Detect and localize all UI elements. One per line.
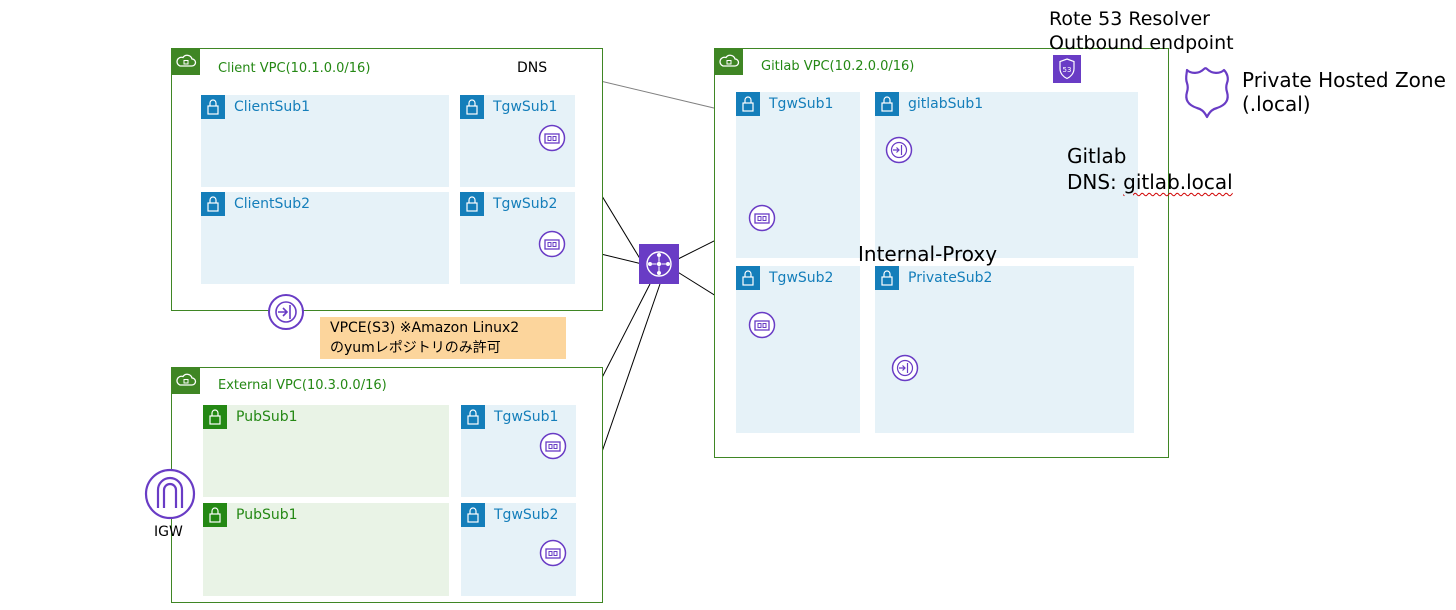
gitlab-dns: DNS: gitlab.local [1067,170,1233,194]
network-interface-icon [748,311,776,339]
client-vpc-label: Client VPC(10.1.0.0/16) [218,61,371,76]
client-subnet-1: ClientSub1 [201,95,449,187]
hosted-zone-label-line-2: (.local) [1242,92,1311,116]
public-subnet-1-label: PubSub1 [236,409,298,425]
vpce-note-line-2: のyumレポジトリのみ許可 [330,340,501,356]
transit-gateway-icon [639,244,679,284]
igw-label: IGW [154,524,183,540]
subnet-lock-icon [875,92,899,116]
client-tgw-subnet-1-label: TgwSub1 [493,99,558,115]
subnet-lock-icon [203,503,227,527]
subnet-lock-icon [736,92,760,116]
subnet-lock-icon [460,192,484,216]
vpc-cloud-icon [172,49,200,75]
resolver-label-line-1: Rote 53 Resolver [1049,8,1210,30]
svg-text:53: 53 [1063,66,1072,74]
resolver-label-line-2: Outbound endpoint [1049,32,1234,54]
resolver-endpoint-icon [885,136,913,164]
external-vpc-label: External VPC(10.3.0.0/16) [218,378,387,393]
private-subnet-2-label: PrivateSub2 [908,270,993,286]
gitlab-dns-prefix: DNS: [1067,170,1124,194]
network-interface-icon [539,539,567,567]
network-interface-icon [538,124,566,152]
subnet-lock-icon [203,405,227,429]
gitlab-subnet-1-label: gitlabSub1 [908,96,984,112]
subnet-lock-icon [460,95,484,119]
gitlab-subnet-1: gitlabSub1 [875,92,1138,258]
network-interface-icon [748,204,776,232]
private-subnet-2: PrivateSub2 [875,266,1134,433]
gitlab-tgw-subnet-2-label: TgwSub2 [769,270,834,286]
public-subnet-1: PubSub1 [203,405,449,497]
gitlab-dns-name: gitlab.local [1123,170,1233,194]
subnet-lock-icon [875,266,899,290]
external-tgw-subnet-1-label: TgwSub1 [494,409,559,425]
client-subnet-1-label: ClientSub1 [234,99,311,115]
dns-label: DNS [517,60,548,76]
client-subnet-2: ClientSub2 [201,192,449,284]
gitlab-title: Gitlab [1067,144,1127,168]
network-interface-icon [538,230,566,258]
internal-proxy-label: Internal-Proxy [858,242,998,266]
vpce-note-callout: VPCE(S3) ※Amazon Linux2 のyumレポジトリのみ許可 [320,317,566,359]
client-tgw-subnet-2-label: TgwSub2 [493,196,558,212]
subnet-lock-icon [736,266,760,290]
subnet-lock-icon [461,503,485,527]
external-tgw-subnet-2: TgwSub2 [461,503,576,596]
vpc-cloud-icon [172,368,200,394]
subnet-lock-icon [201,95,225,119]
public-subnet-2-label: PubSub1 [236,507,298,523]
gitlab-vpc-label: Gitlab VPC(10.2.0.0/16) [761,59,915,74]
subnet-lock-icon [461,405,485,429]
client-subnet-2-label: ClientSub2 [234,196,311,212]
public-subnet-2: PubSub1 [203,503,449,596]
gitlab-tgw-subnet-1-label: TgwSub1 [769,96,834,112]
vpce-note-line-1: VPCE(S3) ※Amazon Linux2 [330,320,520,336]
resolver-endpoint-icon [891,354,919,382]
subnet-lock-icon [201,192,225,216]
vpc-endpoint-icon [268,294,304,330]
network-interface-icon [539,432,567,460]
route53-resolver-icon: 53 [1053,55,1081,83]
vpc-cloud-icon [715,49,743,75]
external-tgw-subnet-2-label: TgwSub2 [494,507,559,523]
internet-gateway-icon [144,468,196,520]
external-tgw-subnet-1: TgwSub1 [461,405,576,497]
hosted-zone-label-line-1: Private Hosted Zone [1242,68,1446,92]
private-hosted-zone-shield-icon [1185,67,1229,119]
gitlab-tgw-subnet-1: TgwSub1 [736,92,860,258]
gitlab-tgw-subnet-2: TgwSub2 [736,266,860,433]
